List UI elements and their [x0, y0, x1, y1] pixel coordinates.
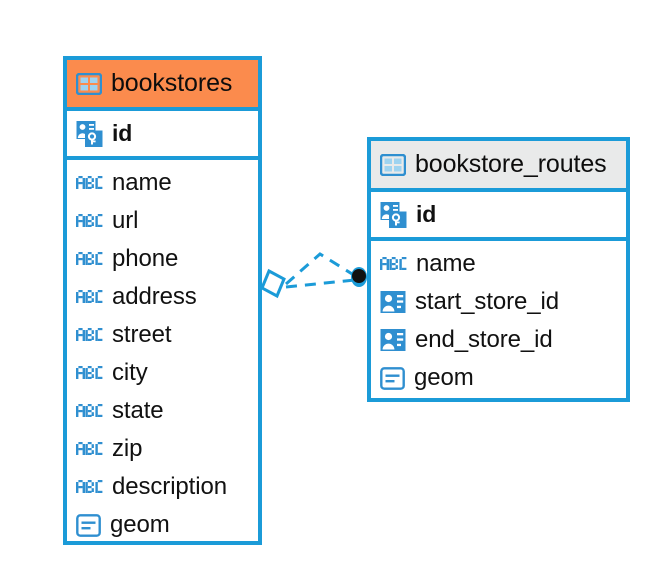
primary-key-section-bookstores: id — [67, 107, 258, 160]
geometry-icon — [76, 513, 101, 537]
column-row-id[interactable]: id — [371, 192, 626, 237]
abc-text-icon — [76, 404, 103, 417]
column-name: geom — [414, 364, 474, 391]
abc-text-icon — [380, 257, 407, 270]
table-icon — [76, 72, 102, 95]
column-row-address[interactable]: address — [67, 278, 258, 316]
abc-text-icon — [76, 214, 103, 227]
column-row-zip[interactable]: zip — [67, 430, 258, 468]
column-name: address — [112, 283, 197, 310]
abc-text-icon — [76, 480, 103, 493]
column-name: end_store_id — [415, 326, 553, 353]
abc-text-icon — [76, 366, 103, 379]
column-row-geom[interactable]: geom — [371, 359, 626, 397]
column-row-phone[interactable]: phone — [67, 240, 258, 278]
abc-text-icon — [76, 290, 103, 303]
column-name: phone — [112, 245, 179, 272]
entity-bookstore-routes[interactable]: bookstore_routes id — [367, 137, 630, 402]
abc-text-icon — [76, 252, 103, 265]
column-name: zip — [112, 435, 143, 462]
primary-key-section-bookstore-routes: id — [371, 188, 626, 241]
abc-text-icon — [76, 328, 103, 341]
column-row-name[interactable]: name — [371, 245, 626, 283]
column-row-end-store-id[interactable]: end_store_id — [371, 321, 626, 359]
foreign-key-icon — [380, 329, 406, 351]
column-row-url[interactable]: url — [67, 202, 258, 240]
column-name: url — [112, 207, 139, 234]
abc-text-icon — [76, 442, 103, 455]
entity-bookstores[interactable]: bookstores id — [63, 56, 262, 545]
column-name: name — [416, 250, 476, 277]
abc-text-icon — [76, 176, 103, 189]
primary-key-icon — [76, 121, 103, 147]
filled-circle-marker — [351, 267, 367, 287]
column-row-id[interactable]: id — [67, 111, 258, 156]
table-icon — [380, 153, 406, 176]
column-name: name — [112, 169, 172, 196]
column-name: start_store_id — [415, 288, 560, 315]
column-name: street — [112, 321, 172, 348]
geometry-icon — [380, 366, 405, 390]
column-name: id — [416, 201, 437, 227]
column-name: geom — [110, 511, 170, 538]
relationship-line-upper — [285, 252, 358, 286]
foreign-key-icon — [380, 291, 406, 313]
entity-header-bookstores[interactable]: bookstores — [67, 60, 258, 107]
column-row-state[interactable]: state — [67, 392, 258, 430]
column-row-start-store-id[interactable]: start_store_id — [371, 283, 626, 321]
column-name: state — [112, 397, 164, 424]
column-section-bookstore-routes: name start_store_id — [371, 241, 626, 402]
relationship-line-lower — [285, 278, 356, 289]
entity-header-bookstore-routes[interactable]: bookstore_routes — [371, 141, 626, 188]
column-name: description — [112, 473, 227, 500]
column-row-city[interactable]: city — [67, 354, 258, 392]
column-row-street[interactable]: street — [67, 316, 258, 354]
entity-title: bookstores — [111, 69, 233, 97]
entity-title: bookstore_routes — [415, 150, 607, 178]
column-name: id — [112, 120, 133, 146]
primary-key-icon — [380, 202, 407, 228]
column-section-bookstores: name url — [67, 160, 258, 549]
column-row-description[interactable]: description — [67, 468, 258, 506]
diamond-marker — [260, 268, 286, 299]
column-name: city — [112, 359, 148, 386]
column-row-name[interactable]: name — [67, 164, 258, 202]
column-row-geom[interactable]: geom — [67, 506, 258, 544]
